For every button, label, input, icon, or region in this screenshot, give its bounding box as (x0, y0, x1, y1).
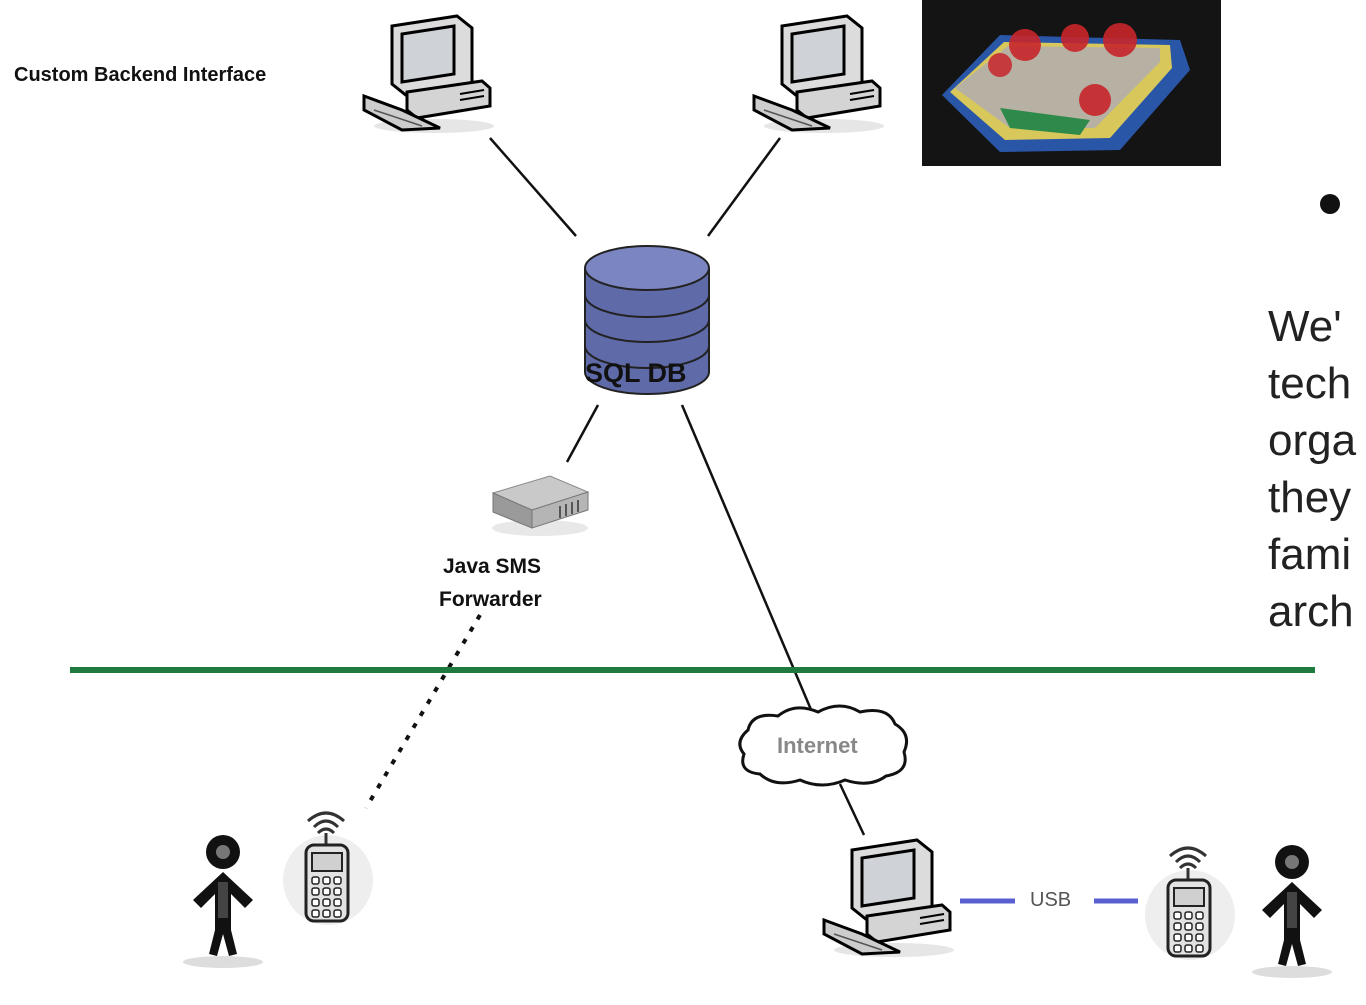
map-visualization-image (922, 0, 1221, 166)
sql-database-icon (584, 245, 710, 395)
link-db-forwarder (565, 404, 600, 463)
sql-db-label: SQL DB (585, 358, 687, 388)
link-viewer-db (706, 137, 782, 237)
viewer-workstation-icon (752, 14, 886, 135)
side-text-line: orga (1268, 416, 1357, 465)
usb-label: USB (1030, 889, 1072, 911)
forwarder-label-line1: Java SMS (443, 555, 542, 578)
backend-workstation-icon (362, 14, 496, 135)
link-db-internet (680, 404, 814, 713)
side-text-line: fami (1268, 530, 1352, 579)
side-text-line: tech (1268, 359, 1352, 408)
link-backend-db (489, 137, 577, 237)
link-internet-computer (838, 783, 866, 836)
bullet-point (1320, 194, 1340, 214)
client-workstation-icon (822, 838, 956, 959)
sms-forwarder-server-icon (491, 475, 590, 536)
backend-interface-label: Custom Backend Interface (14, 64, 267, 86)
side-text-line: We' (1268, 302, 1342, 351)
side-paragraph: We' tech orga they fami arch (1268, 298, 1356, 640)
forwarder-label-line2: Forwarder (439, 588, 542, 611)
internet-cloud-icon (738, 704, 908, 787)
internet-label: Internet (777, 733, 858, 758)
right-mobile-phone-icon (1143, 846, 1237, 960)
sms-dotted-link (364, 613, 482, 810)
left-person-icon (183, 835, 263, 968)
side-text-line: arch (1268, 587, 1354, 636)
right-person-icon (1252, 845, 1332, 978)
side-text-line: they (1268, 473, 1352, 522)
left-mobile-phone-icon (281, 811, 375, 925)
